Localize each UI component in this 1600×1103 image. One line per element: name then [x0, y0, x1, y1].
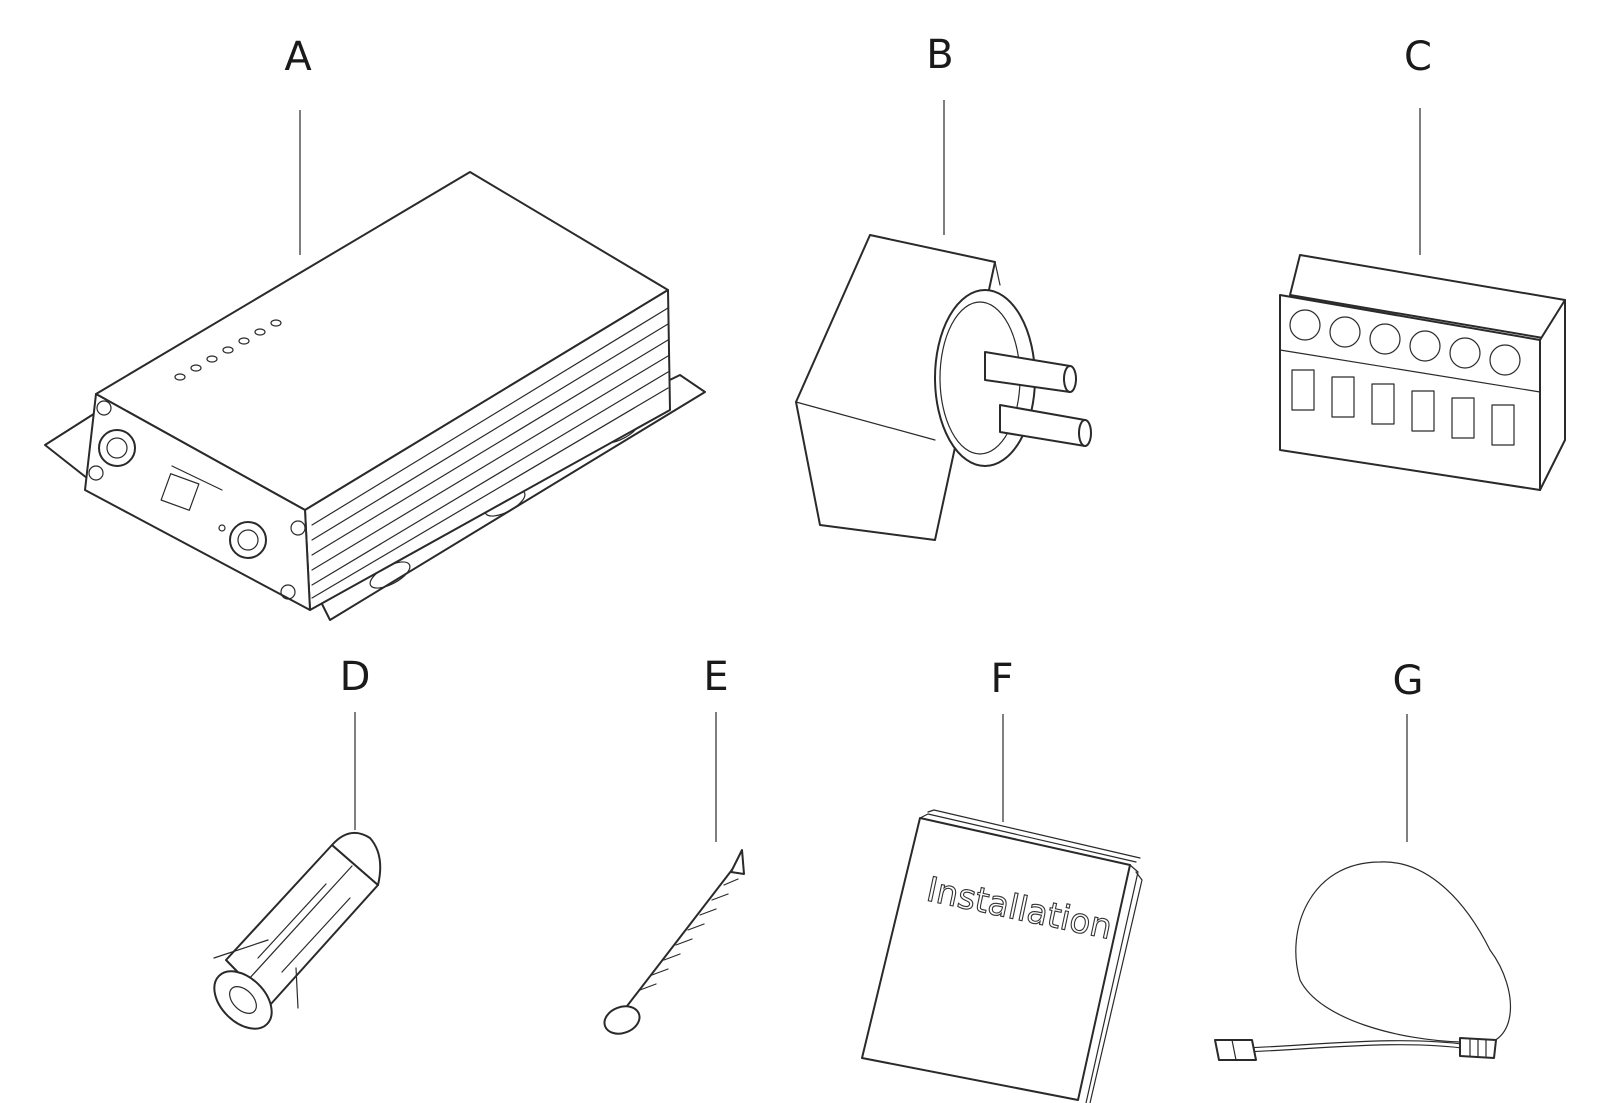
label-e: E — [703, 654, 728, 700]
label-c: C — [1404, 34, 1432, 80]
manual-icon: Installation — [861, 809, 1143, 1103]
wall-anchor-icon — [213, 831, 382, 1030]
label-b: B — [926, 32, 953, 78]
screw-icon — [603, 849, 745, 1035]
label-d: D — [340, 654, 371, 700]
terminal-block-icon — [1279, 254, 1566, 491]
power-adapter-icon — [795, 234, 1092, 541]
label-f: F — [990, 656, 1013, 702]
label-g: G — [1393, 658, 1424, 704]
ethernet-cable-icon — [1214, 861, 1512, 1061]
router-icon — [44, 171, 706, 621]
label-a: A — [284, 34, 312, 80]
